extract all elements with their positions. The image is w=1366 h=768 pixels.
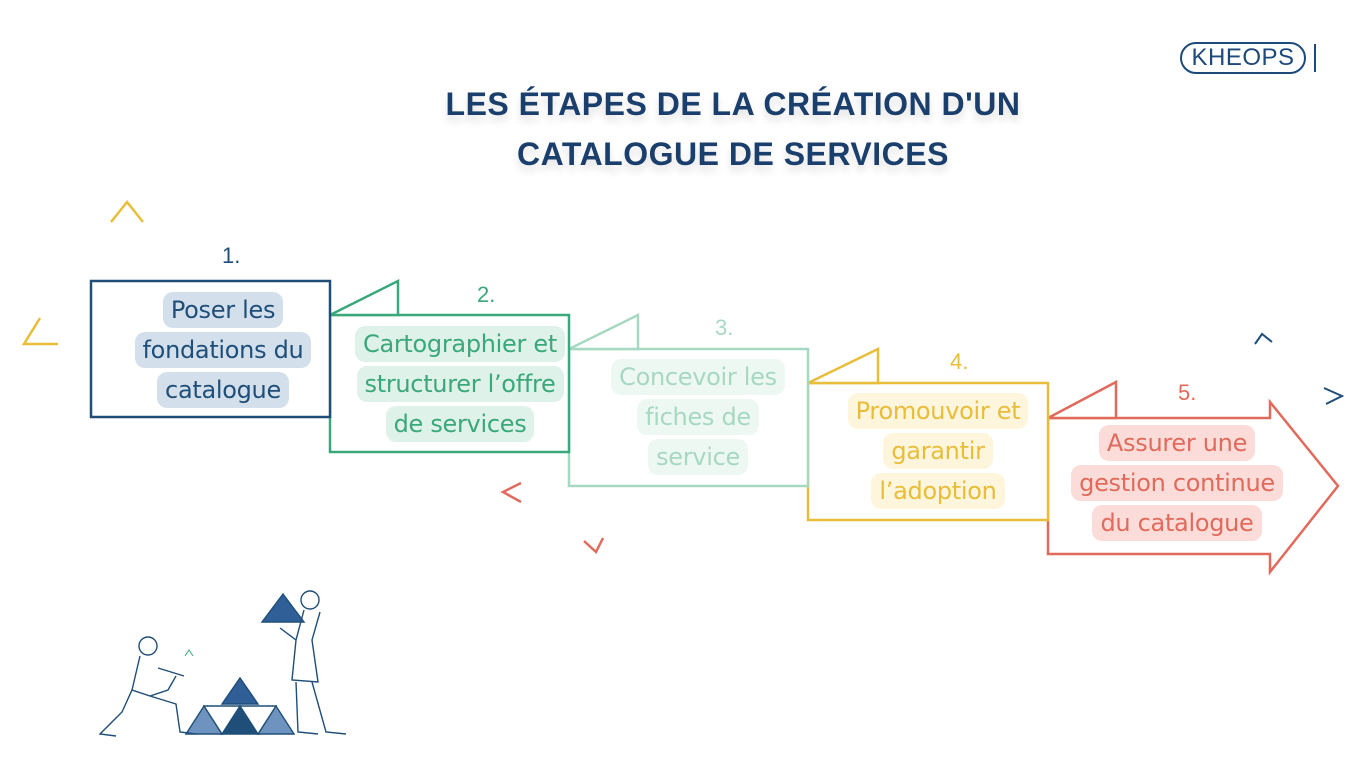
decor-chevron-up xyxy=(110,199,144,223)
step-3-label: Concevoir les fiches de service xyxy=(572,357,824,477)
brand-logo-bar xyxy=(1314,44,1316,72)
step-2-number: 2. xyxy=(477,282,496,307)
step-4-label-line-1: Promouvoir et xyxy=(847,393,1029,429)
decor-chevron-down xyxy=(583,537,605,555)
step-3-label-line-1: Concevoir les xyxy=(611,359,785,395)
illustration-tiny-chevron xyxy=(184,649,194,657)
pyramid-builders-illustration xyxy=(98,590,347,737)
step-5-label-line-3: du catalogue xyxy=(1092,505,1262,541)
step-1-number: 1. xyxy=(222,243,241,268)
step-5-label-line-2: gestion continue xyxy=(1071,465,1283,501)
diagram-title-line-2: CATALOGUE DE SERVICES xyxy=(517,136,949,172)
step-3-label-line-2: fiches de xyxy=(637,399,759,435)
decor-chevron-corner xyxy=(21,317,58,346)
step-5-label-line-1: Assurer une xyxy=(1098,425,1256,461)
step-2-label-line-2: structurer l’offre xyxy=(356,366,564,402)
step-5-label: Assurer une gestion continue du catalogu… xyxy=(1052,423,1302,543)
step-4-label-line-3: l’adoption xyxy=(871,473,1005,509)
step-1-label-line-2: fondations du xyxy=(134,332,312,368)
step-4-label-line-2: garantir xyxy=(883,433,993,469)
step-2-label-line-3: de services xyxy=(385,406,535,442)
decor-chevron-small-up xyxy=(1254,332,1273,345)
step-1-label-line-3: catalogue xyxy=(157,372,289,408)
step-2-label-line-1: Cartographier et xyxy=(355,326,565,362)
step-3-number: 3. xyxy=(715,315,734,340)
step-5-number: 5. xyxy=(1178,380,1197,405)
step-1-label-line-1: Poser les xyxy=(162,292,284,328)
decor-chevron-right xyxy=(1323,387,1345,405)
step-2-label: Cartographier et structurer l’offre de s… xyxy=(332,324,588,444)
step-4-number: 4. xyxy=(950,349,969,374)
step-1-label: Poser les fondations du catalogue xyxy=(91,290,355,410)
diagram-title-line-1: LES ÉTAPES DE LA CRÉATION D'UN xyxy=(445,86,1021,122)
brand-logo: KHEOPS xyxy=(1180,42,1306,74)
step-4-label: Promouvoir et garantir l’adoption xyxy=(812,391,1064,511)
step-3-label-line-3: service xyxy=(648,439,748,475)
decor-chevron-left xyxy=(500,481,522,504)
